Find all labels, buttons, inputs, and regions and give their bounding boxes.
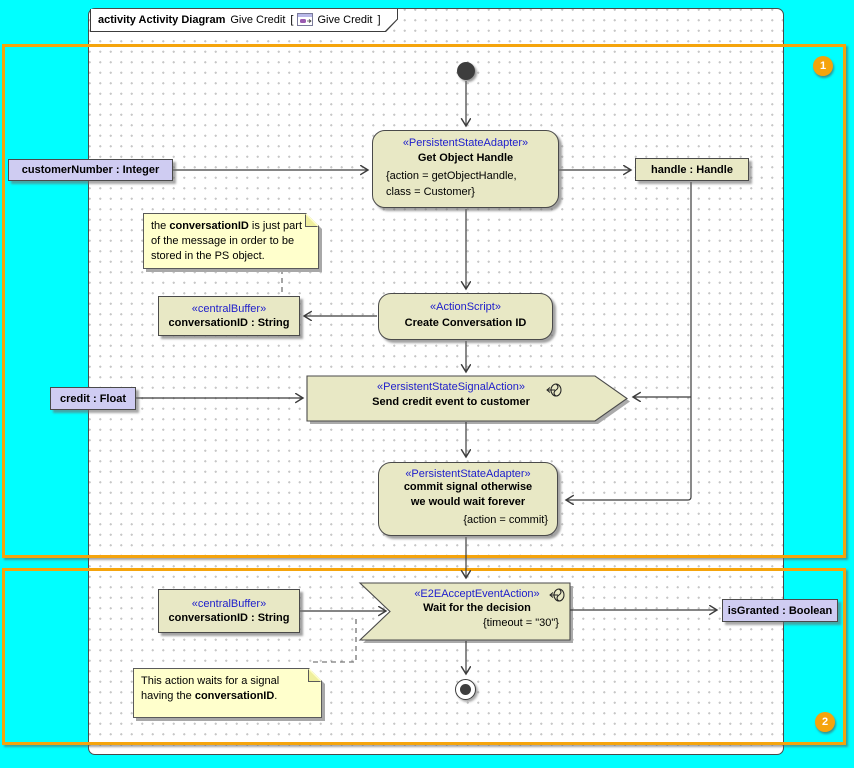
note-wait-signal[interactable]: This action waits for a signal having th…	[133, 668, 322, 718]
note-text-bold: conversationID	[169, 220, 249, 232]
action-commit-signal[interactable]: «PersistentStateAdapter» commit signal o…	[378, 462, 558, 536]
buffer-name: conversationID : String	[168, 612, 290, 624]
action-name: Create Conversation ID	[404, 317, 527, 329]
edge-handle-to-commit[interactable]	[566, 182, 692, 500]
accept-event-icon	[549, 588, 566, 606]
stereotype-label: «PersistentStateAdapter»	[402, 137, 529, 149]
pin-customer-number[interactable]: customerNumber : Integer	[8, 159, 173, 181]
action-wait-for-decision[interactable]: «E2EAcceptEventAction» Wait for the deci…	[384, 583, 570, 640]
action-get-object-handle[interactable]: «PersistentStateAdapter» Get Object Hand…	[372, 130, 559, 208]
action-constraint: {timeout = "30"}	[482, 617, 559, 629]
group-badge-1[interactable]: 1	[813, 56, 833, 76]
pin-handle[interactable]: handle : Handle	[635, 158, 749, 181]
note2-anchor-line	[313, 618, 357, 663]
note-text-post: is just part of the message in order to …	[151, 220, 303, 262]
action-constraint: {action = commit}	[463, 514, 548, 526]
stereotype-label: «E2EAcceptEventAction»	[414, 588, 540, 600]
action-name: Get Object Handle	[417, 152, 514, 164]
pin-is-granted[interactable]: isGranted : Boolean	[722, 599, 838, 622]
note-text-pre: This action waits for a signal having th…	[141, 675, 280, 702]
frame-title-bracket-close: ]	[377, 14, 381, 26]
stereotype-label: «ActionScript»	[430, 301, 501, 313]
frame-title-name: Give Credit	[230, 14, 286, 26]
action-constraint-line1: {action = getObjectHandle,	[386, 170, 517, 182]
final-node-dot	[460, 684, 471, 695]
buffer-name: conversationID : String	[168, 317, 290, 329]
send-signal-shape[interactable]	[306, 375, 628, 422]
frame-title-tab[interactable]: activity Activity Diagram Give Credit [ …	[90, 9, 398, 32]
action-name-line2: we would wait forever	[410, 496, 526, 508]
pin-credit[interactable]: credit : Float	[50, 387, 136, 410]
action-name-line1: commit signal otherwise	[403, 481, 533, 493]
stereotype-label: «centralBuffer»	[191, 303, 267, 315]
note-text-post: .	[274, 690, 278, 702]
activity-diagram-icon	[297, 13, 313, 29]
frame-title-keyword: activity Activity Diagram	[98, 14, 226, 26]
pin-label: customerNumber : Integer	[21, 164, 160, 176]
frame-title-ref: Give Credit	[317, 14, 373, 26]
pin-label: isGranted : Boolean	[727, 604, 833, 617]
group-frame-2[interactable]	[2, 568, 846, 745]
badge-number: 2	[821, 716, 829, 728]
pin-label: credit : Float	[59, 392, 126, 405]
initial-node[interactable]	[457, 62, 475, 80]
activity-final-node[interactable]	[455, 679, 476, 700]
action-create-conversation-id[interactable]: «ActionScript» Create Conversation ID	[378, 293, 553, 340]
action-name: Send credit event to customer	[372, 396, 530, 408]
group-badge-2[interactable]: 2	[815, 712, 835, 732]
frame-title-bracket-open: [	[290, 14, 294, 26]
action-name: Wait for the decision	[423, 602, 531, 614]
note-text-bold: conversationID	[194, 690, 275, 702]
action-send-credit-event[interactable]: «PersistentStateSignalAction» Send credi…	[307, 376, 595, 421]
stereotype-label: «PersistentStateAdapter»	[405, 468, 531, 480]
action-constraint-line2: class = Customer}	[386, 186, 475, 198]
central-buffer-1[interactable]: «centralBuffer» conversationID : String	[158, 296, 300, 336]
note-conversationid-message[interactable]: the conversationID is just part of the m…	[143, 213, 319, 269]
pin-label: handle : Handle	[651, 163, 733, 176]
group-frame-1[interactable]	[2, 44, 846, 558]
signal-send-icon	[546, 383, 563, 401]
badge-number: 1	[819, 60, 827, 72]
note-text-pre: the	[151, 220, 170, 232]
central-buffer-2[interactable]: «centralBuffer» conversationID : String	[158, 589, 300, 633]
stereotype-label: «centralBuffer»	[191, 598, 267, 610]
stereotype-label: «PersistentStateSignalAction»	[377, 381, 525, 393]
